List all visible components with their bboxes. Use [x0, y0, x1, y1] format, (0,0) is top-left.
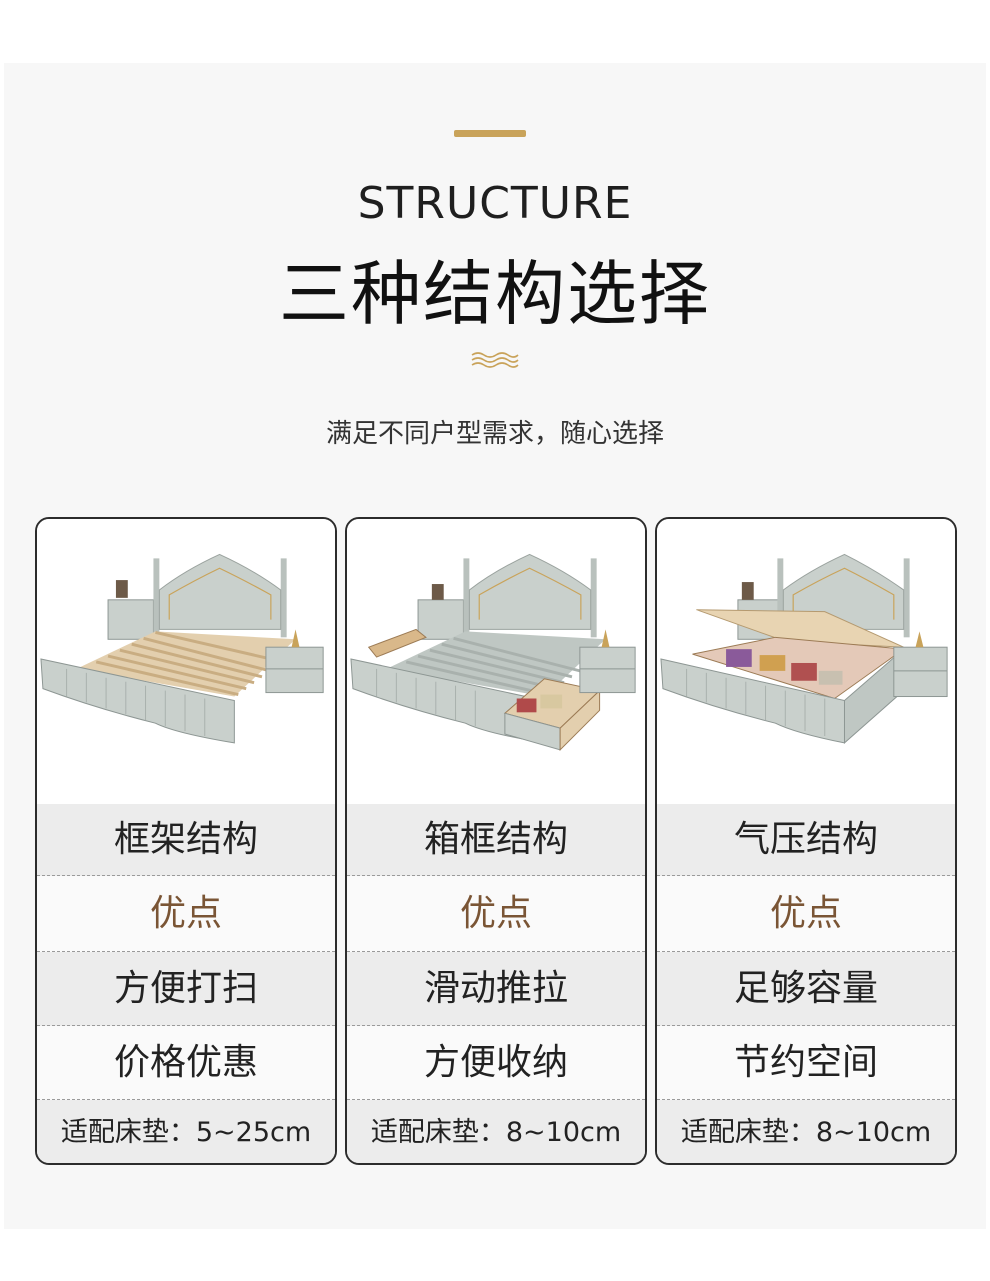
- structure-name: 框架结构: [37, 804, 335, 876]
- structure-name: 箱框结构: [347, 804, 645, 876]
- feature-2: 节约空间: [657, 1026, 955, 1100]
- bed-drawer-storage-image: [347, 519, 645, 804]
- wave-icon: [471, 352, 519, 368]
- advantage-label: 优点: [347, 876, 645, 952]
- feature-1: 方便打扫: [37, 952, 335, 1026]
- feature-1: 滑动推拉: [347, 952, 645, 1026]
- bed-hydraulic-lift-image: [657, 519, 955, 804]
- structure-card-drawer: 箱框结构 优点 滑动推拉 方便收纳 适配床垫：8~10cm: [345, 517, 647, 1165]
- mattress-size: 适配床垫：5~25cm: [37, 1100, 335, 1163]
- structure-card-frame: 框架结构 优点 方便打扫 价格优惠 适配床垫：5~25cm: [35, 517, 337, 1165]
- feature-2: 方便收纳: [347, 1026, 645, 1100]
- subtitle: 满足不同户型需求，随心选择: [325, 419, 664, 449]
- mattress-size: 适配床垫：8~10cm: [347, 1100, 645, 1163]
- advantage-label: 优点: [37, 876, 335, 952]
- structure-card-hydraulic: 气压结构 优点 足够容量 节约空间 适配床垫：8~10cm: [655, 517, 957, 1165]
- chinese-title: 三种结构选择: [279, 253, 711, 335]
- feature-1: 足够容量: [657, 952, 955, 1026]
- structure-name: 气压结构: [657, 804, 955, 876]
- bed-frame-slats-image: [37, 519, 335, 804]
- english-title: STRUCTURE: [357, 178, 633, 229]
- accent-bar: [454, 130, 526, 137]
- mattress-size: 适配床垫：8~10cm: [657, 1100, 955, 1163]
- advantage-label: 优点: [657, 876, 955, 952]
- feature-2: 价格优惠: [37, 1026, 335, 1100]
